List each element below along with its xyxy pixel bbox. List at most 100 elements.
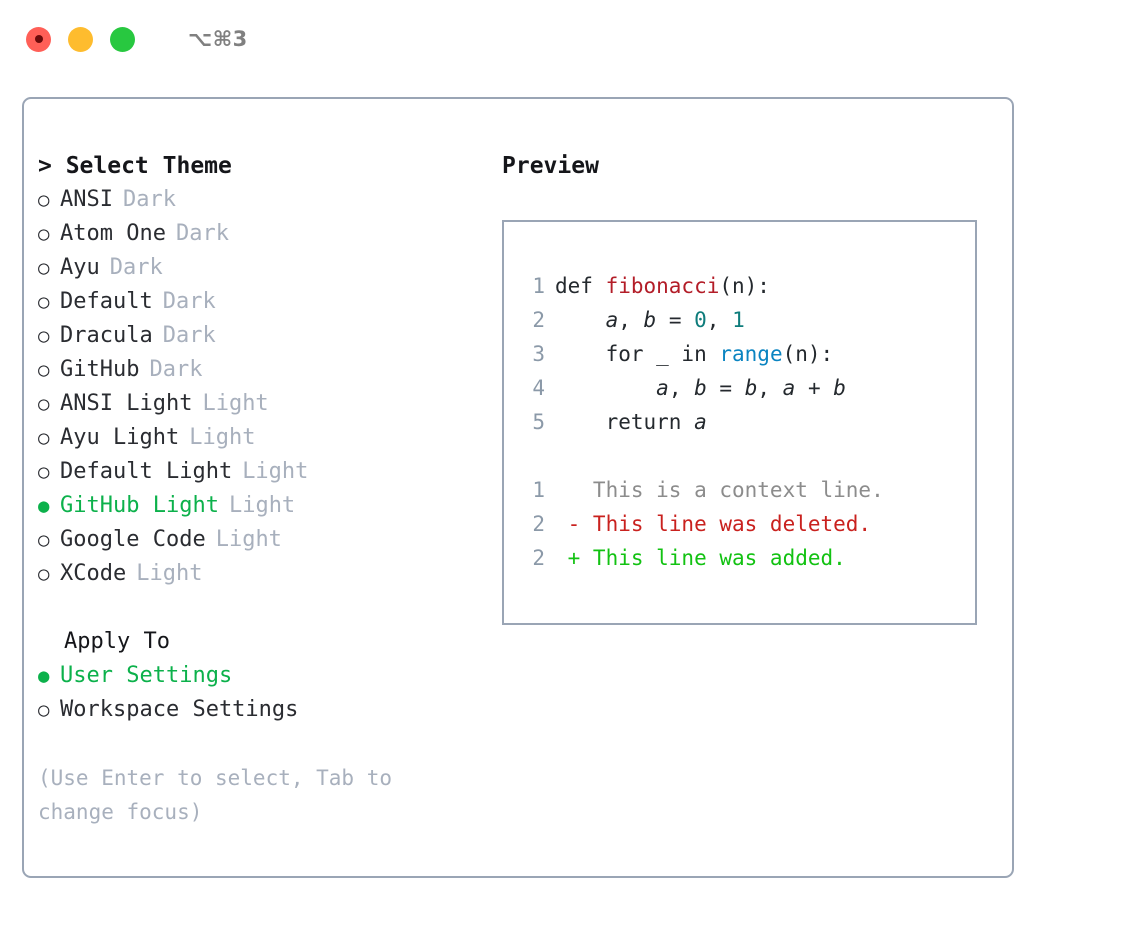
title-bar: ⌥⌘3 [0, 0, 1140, 78]
theme-option-category: Light [189, 425, 256, 450]
theme-option-category: Dark [109, 255, 163, 280]
theme-option-default-light[interactable]: ○ Default Light Light [38, 455, 498, 489]
code-token: a [605, 308, 619, 332]
line-number: 2 [532, 546, 545, 570]
theme-option-category: Light [202, 391, 269, 416]
select-theme-header: > Select Theme [38, 153, 232, 179]
line-number: 3 [532, 342, 545, 366]
apply-to-option-list: ● User Settings ○ Workspace Settings [38, 659, 498, 727]
code-token: = [656, 308, 695, 332]
close-button-icon[interactable] [26, 26, 51, 52]
theme-option-label: Default Light [60, 459, 233, 484]
radio-unselected-icon: ○ [38, 325, 50, 347]
diff-line: 2 + This line was added. [523, 541, 975, 575]
diff-text: + This line was added. [555, 546, 846, 570]
apply-to-option-workspace-settings[interactable]: ○ Workspace Settings [38, 693, 498, 727]
apply-to-option-user-settings[interactable]: ● User Settings [38, 659, 498, 693]
theme-option-category: Dark [162, 289, 216, 314]
radio-unselected-icon: ○ [38, 529, 50, 551]
theme-option-label: GitHub [60, 357, 140, 382]
code-line: 5 return a [523, 405, 975, 439]
maximize-button-icon[interactable] [110, 26, 135, 52]
keyboard-hint-text: (Use Enter to select, Tab to change focu… [38, 766, 405, 824]
theme-option-xcode[interactable]: ○ XCode Light [38, 557, 498, 591]
radio-unselected-icon: ○ [38, 257, 50, 279]
code-token: b [744, 376, 758, 400]
code-token: return [555, 410, 695, 434]
code-token: b [833, 376, 846, 400]
code-diff-spacer [523, 439, 975, 473]
code-token: a [782, 376, 796, 400]
line-number: 1 [532, 478, 545, 502]
theme-option-default[interactable]: ○ Default Dark [38, 285, 498, 319]
minimize-button-icon[interactable] [68, 26, 93, 52]
line-number: 2 [532, 512, 545, 536]
code-token: a [656, 376, 669, 400]
apply-to-option-label: User Settings [60, 663, 233, 688]
radio-unselected-icon: ○ [38, 359, 50, 381]
line-number: 5 [532, 410, 545, 434]
radio-unselected-icon: ○ [38, 699, 50, 721]
line-number: 4 [532, 376, 545, 400]
code-line: 2 a, b = 0, 1 [523, 303, 975, 337]
theme-option-label: GitHub Light [60, 493, 219, 518]
diff-text: This is a context line. [555, 478, 884, 502]
theme-option-category: Dark [175, 221, 229, 246]
code-token [555, 376, 656, 400]
theme-option-github[interactable]: ○ GitHub Dark [38, 353, 498, 387]
code-token: , [706, 308, 733, 332]
radio-selected-icon: ● [38, 665, 50, 687]
code-token: , [668, 376, 695, 400]
code-token: (n): [719, 274, 770, 298]
radio-unselected-icon: ○ [38, 291, 50, 313]
code-token: a [694, 410, 707, 434]
code-line: 3 for _ in range(n): [523, 337, 975, 371]
theme-option-label: Ayu Light [60, 425, 180, 450]
code-line: 4 a, b = b, a + b [523, 371, 975, 405]
code-token: , [757, 376, 783, 400]
apply-to-option-label: Workspace Settings [60, 697, 299, 722]
radio-unselected-icon: ○ [38, 563, 50, 585]
radio-unselected-icon: ○ [38, 461, 50, 483]
theme-option-category: Light [136, 561, 203, 586]
theme-option-category: Light [228, 493, 296, 518]
code-token: range [719, 342, 783, 366]
code-token: = [706, 376, 745, 400]
theme-option-label: Default [60, 289, 153, 314]
theme-option-label: Google Code [60, 527, 206, 552]
diff-sample: 1 This is a context line. 2 - This line w… [523, 473, 975, 575]
code-token: b [694, 376, 707, 400]
code-token: def [555, 274, 606, 298]
theme-option-label: XCode [60, 561, 127, 586]
theme-option-github-light[interactable]: ● GitHub Light Light [38, 489, 498, 523]
radio-selected-icon: ● [38, 495, 50, 517]
theme-option-category: Dark [149, 357, 203, 382]
code-token: fibonacci [605, 274, 720, 298]
apply-to-header: Apply To [64, 629, 170, 654]
apply-to-section: Apply To ● User Settings ○ Workspace Settin… [38, 625, 498, 727]
theme-option-category: Dark [122, 187, 176, 212]
code-token: for _ in [555, 342, 720, 366]
code-token [555, 308, 606, 332]
code-token: (n): [782, 342, 834, 366]
keyboard-shortcut-label: ⌥⌘3 [188, 27, 248, 51]
theme-option-category: Light [242, 459, 309, 484]
theme-option-label: ANSI [60, 187, 113, 212]
code-token: b [643, 308, 657, 332]
line-number: 2 [532, 308, 545, 332]
code-token: , [618, 308, 644, 332]
diff-text: - This line was deleted. [555, 512, 872, 536]
